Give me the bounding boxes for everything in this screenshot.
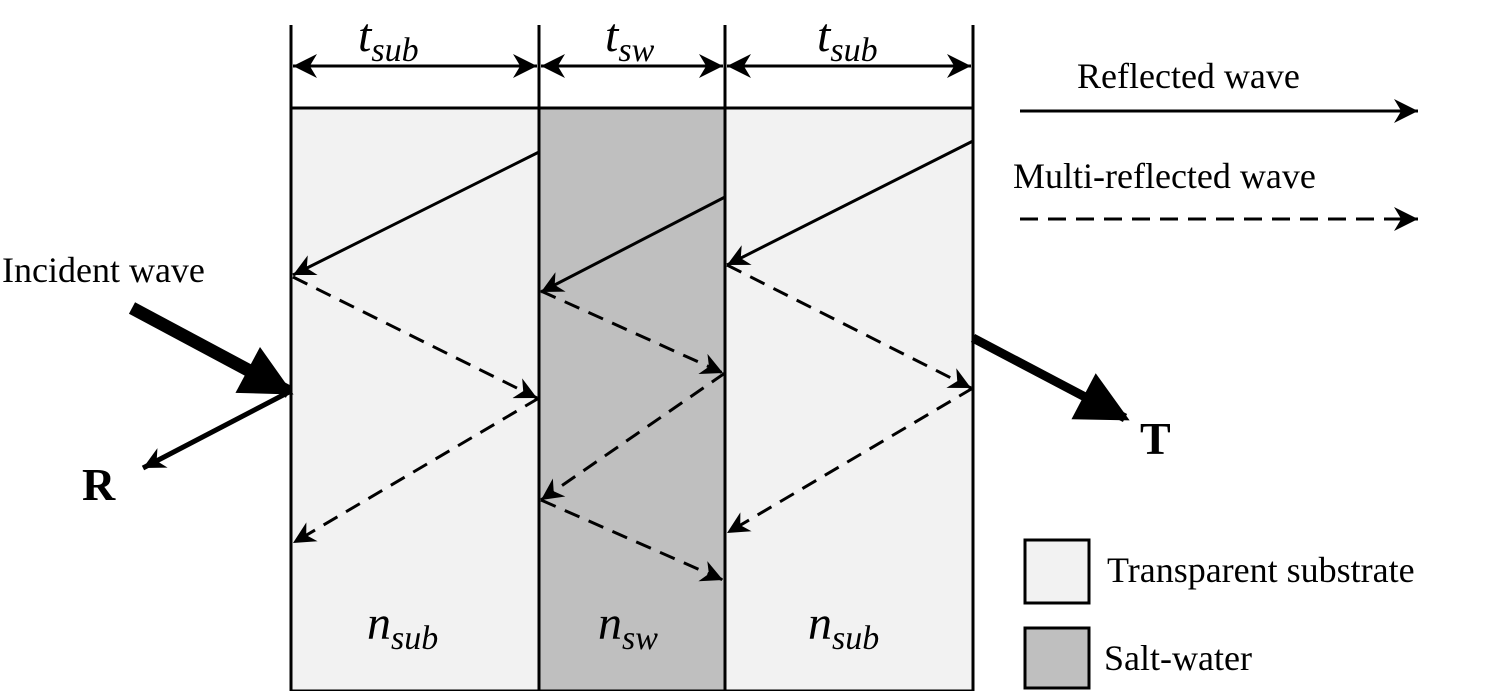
multi-reflected-rays bbox=[292, 263, 974, 582]
index-label-sw: nsw bbox=[598, 597, 658, 657]
reflected-rays bbox=[292, 139, 974, 294]
legend-salt-water-swatch bbox=[1023, 626, 1091, 690]
legend-multi-reflected-label: Multi-reflected wave bbox=[1013, 156, 1316, 196]
R-label: R bbox=[82, 459, 116, 510]
salt-water-layer bbox=[537, 106, 727, 691]
legend-substrate-swatch bbox=[1023, 538, 1091, 605]
thickness-label-sub-right: tsub bbox=[817, 9, 878, 69]
thickness-extension-lines bbox=[289, 25, 975, 108]
legend-substrate-label: Transparent substrate bbox=[1107, 550, 1415, 590]
incident-wave-label: Incident wave bbox=[2, 250, 205, 290]
T-label: T bbox=[1140, 413, 1171, 464]
substrate-left-layer bbox=[289, 106, 541, 691]
thickness-label-sw: tsw bbox=[605, 9, 655, 69]
index-label-sub-left: nsub bbox=[367, 597, 439, 657]
transmitted-T-arrow bbox=[970, 334, 1130, 422]
index-label-sub-right: nsub bbox=[808, 597, 880, 657]
thickness-label-sub-left: tsub bbox=[358, 9, 419, 69]
incident-wave-arrow bbox=[128, 302, 294, 398]
legend-reflected-label: Reflected wave bbox=[1077, 56, 1300, 96]
legend-salt-water-label: Salt-water bbox=[1104, 638, 1252, 678]
reflected-R-arrow bbox=[141, 389, 291, 471]
